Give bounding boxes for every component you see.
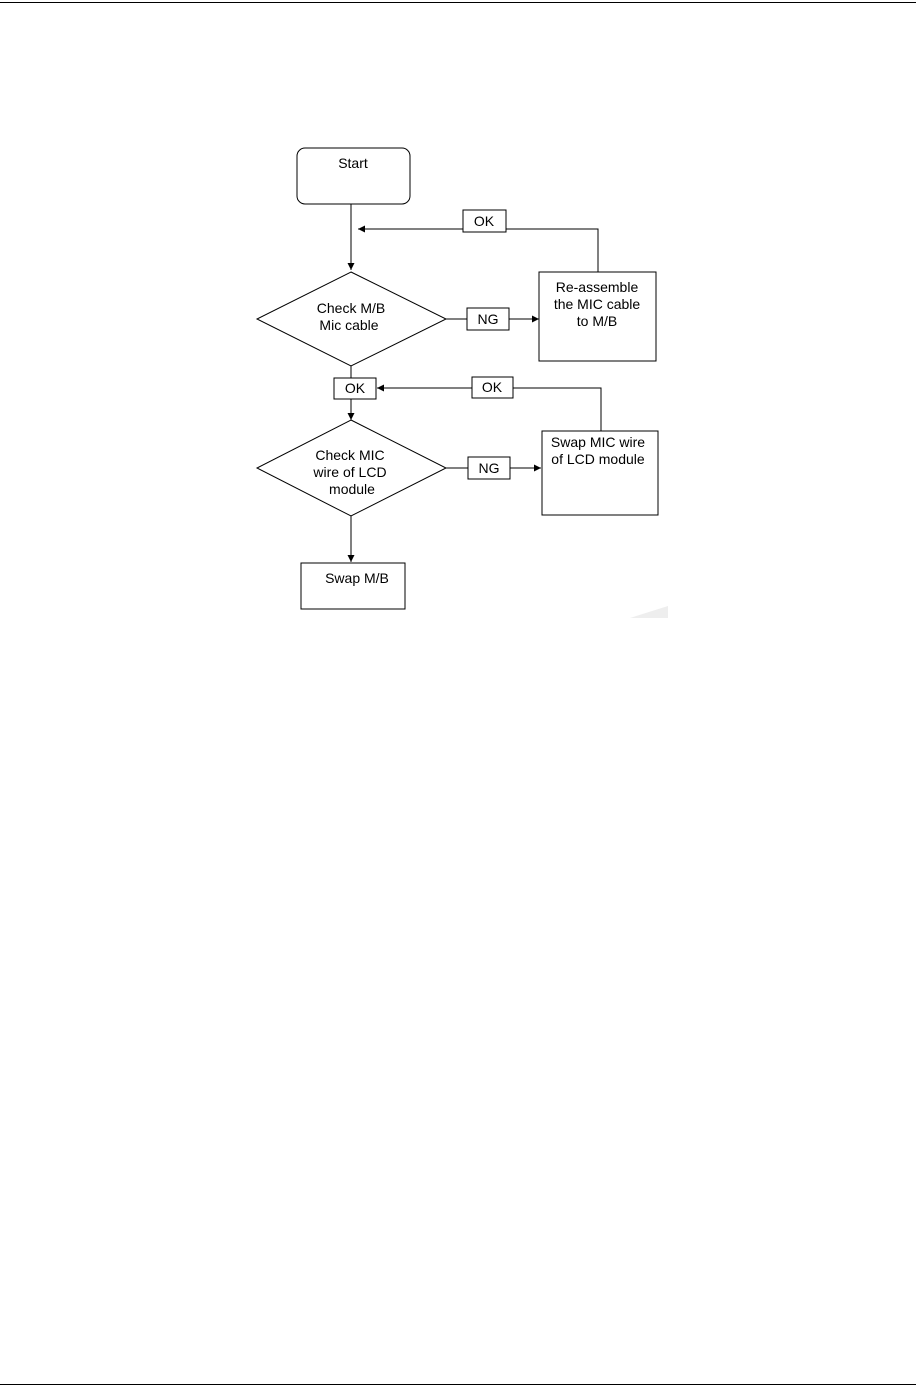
footer-rule: [0, 1384, 916, 1385]
scan-artifact: [630, 606, 668, 618]
svg-text:OK: OK: [482, 379, 503, 395]
process-reassemble-mic-cable: Re-assemble the MIC cable to M/B: [539, 272, 656, 361]
swap-wire-line-1: Swap MIC wire: [551, 434, 645, 450]
svg-text:NG: NG: [478, 311, 499, 327]
edge-label-ok-return-1: OK: [463, 210, 506, 232]
decision-2-line-2: wire of LCD: [312, 464, 386, 480]
start-label: Start: [338, 155, 368, 171]
edge-label-ng-2: NG: [468, 457, 510, 479]
decision-2-line-1: Check MIC: [315, 447, 384, 463]
reassemble-line-1: Re-assemble: [556, 279, 639, 295]
reassemble-line-2: the MIC cable: [554, 296, 641, 312]
decision-1-line-1: Check M/B: [317, 300, 385, 316]
start-node: Start: [297, 148, 410, 204]
decision-2-line-3: module: [329, 481, 375, 497]
decision-1-line-2: Mic cable: [319, 317, 378, 333]
swap-wire-line-2: of LCD module: [551, 451, 645, 467]
svg-text:OK: OK: [345, 380, 366, 396]
swap-mb-label: Swap M/B: [325, 570, 389, 586]
process-swap-mic-wire: Swap MIC wire of LCD module: [542, 431, 658, 515]
svg-text:NG: NG: [479, 460, 500, 476]
svg-text:OK: OK: [474, 213, 495, 229]
edge-label-ok-return-2: OK: [472, 377, 513, 398]
reassemble-line-3: to M/B: [577, 313, 617, 329]
decision-check-mb-mic-cable: Check M/B Mic cable: [257, 272, 446, 366]
connector-swapwire-ok-return: [513, 388, 601, 431]
edge-label-ng-1: NG: [467, 308, 509, 330]
decision-check-mic-wire: Check MIC wire of LCD module: [257, 420, 446, 516]
edge-label-ok-down-1: OK: [334, 378, 376, 399]
connector-reassemble-ok-return: [506, 229, 598, 272]
process-swap-mb: Swap M/B: [301, 563, 405, 609]
